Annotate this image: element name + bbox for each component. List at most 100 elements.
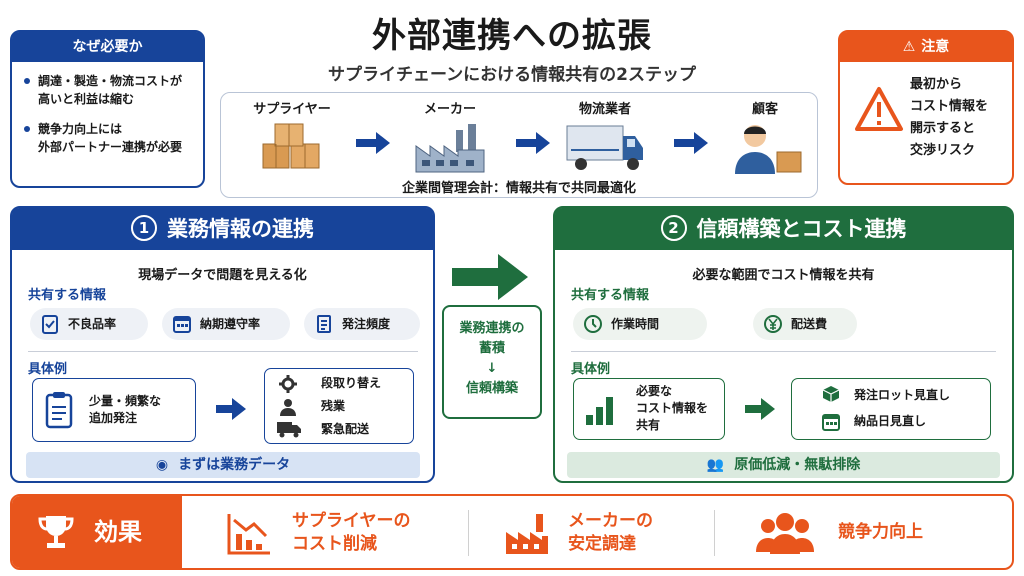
example-results-card: 段取り替え 残業 緊急配送 [264,368,414,444]
effect-item: 競争力向上 [838,522,923,542]
shared-item-label: 作業時間 [611,317,660,331]
step2-band-text: 原価低減・無駄排除 [734,457,861,473]
example-result-item: 発注ロット見直し [854,388,951,402]
factory-icon [506,514,548,554]
shared-item-label: 納期遵守率 [200,317,261,331]
document-icon [317,315,331,333]
chain-caption: 企業間管理会計：情報共有で共同最適化 [401,181,636,196]
calendar-icon [822,414,840,431]
warning-small-icon: ⚠ [902,39,916,55]
why-item: 調達・製造・物流コストが 高いと利益は縮む [24,72,191,108]
example-arrow-icon [745,398,775,420]
warning-text: 最初から コスト情報を 開示すると 交渉リスク [910,77,989,158]
truck-icon [277,422,301,438]
warning-title: 注意 [921,39,950,55]
boxes-icon [262,123,320,169]
chain-step-customer: 顧客 [710,98,820,178]
team-icon: 👥 [706,457,725,473]
why-item: 競争力向上には 外部パートナー連携が必要 [24,120,191,156]
shared-item-label: 配送費 [791,317,828,331]
calendar-icon [173,316,191,333]
example-results-card: 発注ロット見直し 納品日見直し [791,378,991,440]
effect-item: サプライヤーの コスト削減 [292,511,411,554]
trophy-icon [38,516,74,548]
clock-icon [584,315,602,333]
example-result-item: 段取り替え [321,376,382,390]
factory-icon [415,124,485,173]
gear-icon [279,375,297,393]
step1-panel: 1 業務情報の連携 現場データで問題を見える化 共有する情報 不良品率 納期遵守率… [10,206,435,483]
yen-icon [764,315,782,333]
chain-arrow-icon [356,132,390,154]
chain-step-label: メーカー [423,102,476,117]
step1-title: 業務情報の連携 [167,217,314,241]
chain-step-supplier: サプライヤー [237,98,347,178]
bar-chart-icon [586,397,613,425]
example-input-text: 少量・頻繁な 追加発注 [89,394,162,425]
mid-text: 信頼構築 [465,381,518,396]
example-arrow-icon [216,398,246,420]
effect-label: 効果 [94,518,142,546]
page-title: 外部連携への拡張 [372,16,652,56]
chain-arrow-icon [516,132,550,154]
box-icon [822,386,840,402]
checklist-icon [42,315,58,334]
step1-band-text: まずは業務データ [178,457,291,473]
mid-text: 業務連携の [459,321,525,336]
chain-step-maker: メーカー [395,98,505,178]
step1-header: 1 業務情報の連携 [12,208,433,250]
example-input-text: 必要な コスト情報を 共有 [636,384,709,432]
warning-header: ⚠ 注意 [840,32,1012,62]
divider [714,510,715,556]
example-input-card: 必要な コスト情報を 共有 [573,378,725,440]
page-subtitle: サプライチェーンにおける情報共有の2ステップ [328,65,696,85]
example-result-item: 残業 [321,399,346,413]
divider [468,510,469,556]
example-input-card: 少量・頻繁な 追加発注 [32,378,196,442]
chain-step-label: 物流業者 [578,102,631,117]
shared-item: 配送費 [753,308,857,340]
divider [28,351,418,352]
trust-building-box: 業務連携の 蓄積 ↓ 信頼構築 [442,305,542,419]
warning-icon [855,87,903,131]
shared-item: 納期遵守率 [162,308,290,340]
truck-icon [566,125,643,170]
shared-item-label: 発注頻度 [342,317,391,331]
chain-step-logistics: 物流業者 [550,98,660,178]
effect-label-block: 効果 [12,496,182,568]
example-result-item: 納品日見直し [854,414,927,428]
supply-chain-box [220,92,818,198]
why-title: なぜ必要か [12,32,203,62]
mid-text: 蓄積 [478,341,505,356]
shared-item-label: 不良品率 [68,317,117,331]
step2-lead: 必要な範囲でコスト情報を共有 [692,268,875,283]
why-box: なぜ必要か 調達・製造・物流コストが 高いと利益は縮む 競争力向上には 外部パー… [10,30,205,188]
shared-item: 不良品率 [30,308,148,340]
step2-title: 信頼構築とコスト連携 [696,217,907,241]
chain-step-label: 顧客 [751,102,778,117]
shared-item: 発注頻度 [304,308,420,340]
step1-lead: 現場データで問題を見える化 [138,268,307,283]
transition-arrow-icon [452,254,528,300]
example-result-item: 緊急配送 [321,422,370,436]
clipboard-icon [45,392,73,429]
eye-icon: ◉ [155,457,169,473]
chain-step-label: サプライヤー [253,102,331,117]
shared-info-label: 共有する情報 [571,288,650,303]
example-label: 具体例 [571,362,611,377]
team-icon [756,513,814,554]
shared-info-label: 共有する情報 [28,288,107,303]
step2-band: 👥 原価低減・無駄排除 [567,452,1000,478]
person-icon [280,399,296,416]
step-number: 1 [131,215,157,241]
step1-band: ◉ まずは業務データ [26,452,420,478]
customer-icon [735,125,802,174]
shared-item: 作業時間 [573,308,707,340]
example-label: 具体例 [28,362,68,377]
chain-arrow-icon [674,132,708,154]
divider [571,351,996,352]
chart-down-icon [227,514,270,555]
down-arrow-icon: ↓ [486,361,498,376]
